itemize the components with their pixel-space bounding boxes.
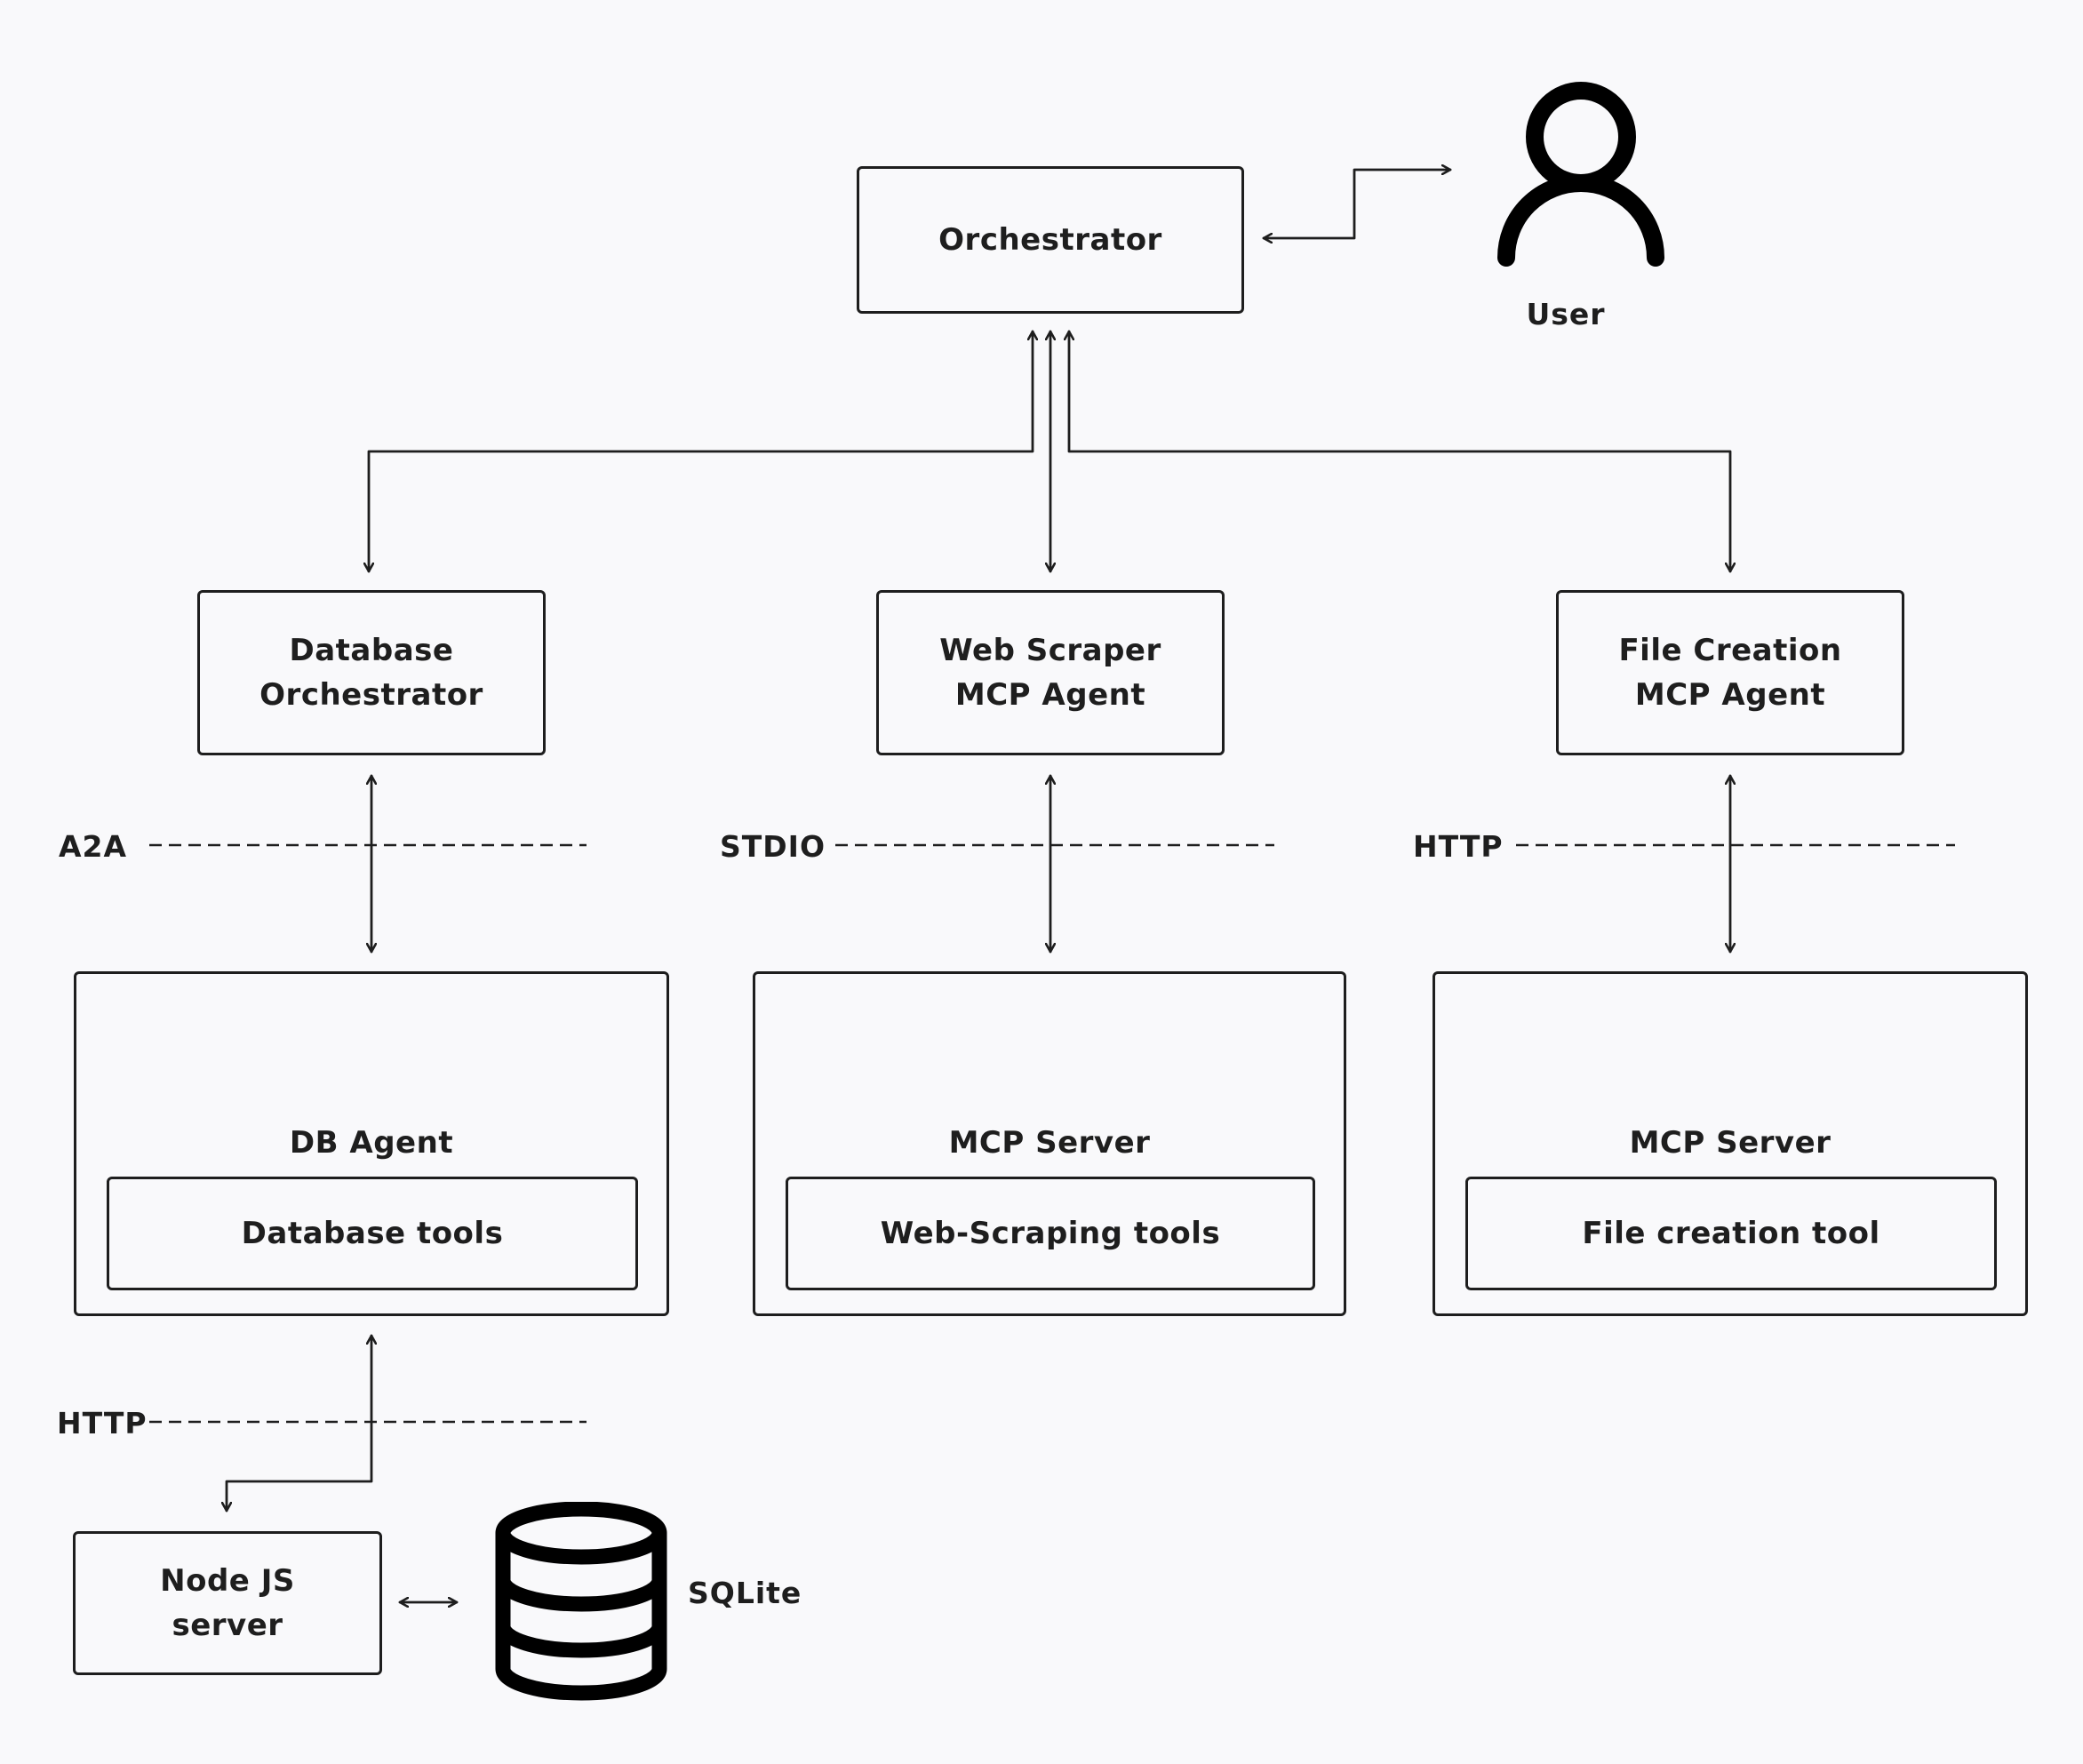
web-scraping-tools-label: Web-Scraping tools [880, 1216, 1221, 1251]
web-mcp-server-container[interactable]: MCP Server Web-Scraping tools [753, 971, 1346, 1316]
file-creation-agent-node[interactable]: File Creation MCP Agent [1556, 590, 1904, 755]
file-creation-agent-label: File Creation MCP Agent [1618, 633, 1842, 713]
orchestrator-user-connector [1262, 170, 1452, 238]
web-scraper-agent-label: Web Scraper MCP Agent [939, 633, 1161, 713]
file-creation-tool-label: File creation tool [1582, 1216, 1880, 1251]
web-mcp-server-title: MCP Server [948, 1125, 1151, 1161]
db-agent-container[interactable]: DB Agent Database tools [74, 971, 669, 1316]
file-mcp-server-container[interactable]: MCP Server File creation tool [1433, 971, 2028, 1316]
database-orchestrator-node[interactable]: Database Orchestrator [197, 590, 546, 755]
file-mcp-server-title: MCP Server [1629, 1125, 1832, 1161]
orchestrator-database-orchestrator-connector [369, 330, 1033, 573]
node-http-protocol-label: HTTP [57, 1406, 148, 1441]
db-agent-node-server-connector [227, 1334, 371, 1513]
user-label: User [1526, 297, 1606, 331]
web-scraping-tools-box[interactable]: Web-Scraping tools [786, 1177, 1315, 1290]
file-creation-tool-box[interactable]: File creation tool [1465, 1177, 1997, 1290]
database-tools-box[interactable]: Database tools [107, 1177, 638, 1290]
database-tools-label: Database tools [241, 1216, 504, 1251]
orchestrator-node[interactable]: Orchestrator [857, 166, 1244, 314]
orchestrator-label: Orchestrator [938, 222, 1162, 258]
orchestrator-file-creation-connector [1069, 330, 1730, 573]
stdio-protocol-label: STDIO [720, 829, 826, 864]
http-protocol-label: HTTP [1413, 829, 1504, 864]
database-orchestrator-label: Database Orchestrator [259, 633, 483, 713]
web-scraper-agent-node[interactable]: Web Scraper MCP Agent [876, 590, 1225, 755]
database-icon [495, 1502, 667, 1701]
node-server-label: Node JS server [160, 1563, 295, 1643]
node-server-node[interactable]: Node JS server [73, 1531, 382, 1675]
a2a-protocol-label: A2A [59, 829, 128, 864]
sqlite-label: SQLite [688, 1576, 802, 1610]
user-icon [1497, 82, 1664, 267]
db-agent-title: DB Agent [289, 1125, 454, 1161]
